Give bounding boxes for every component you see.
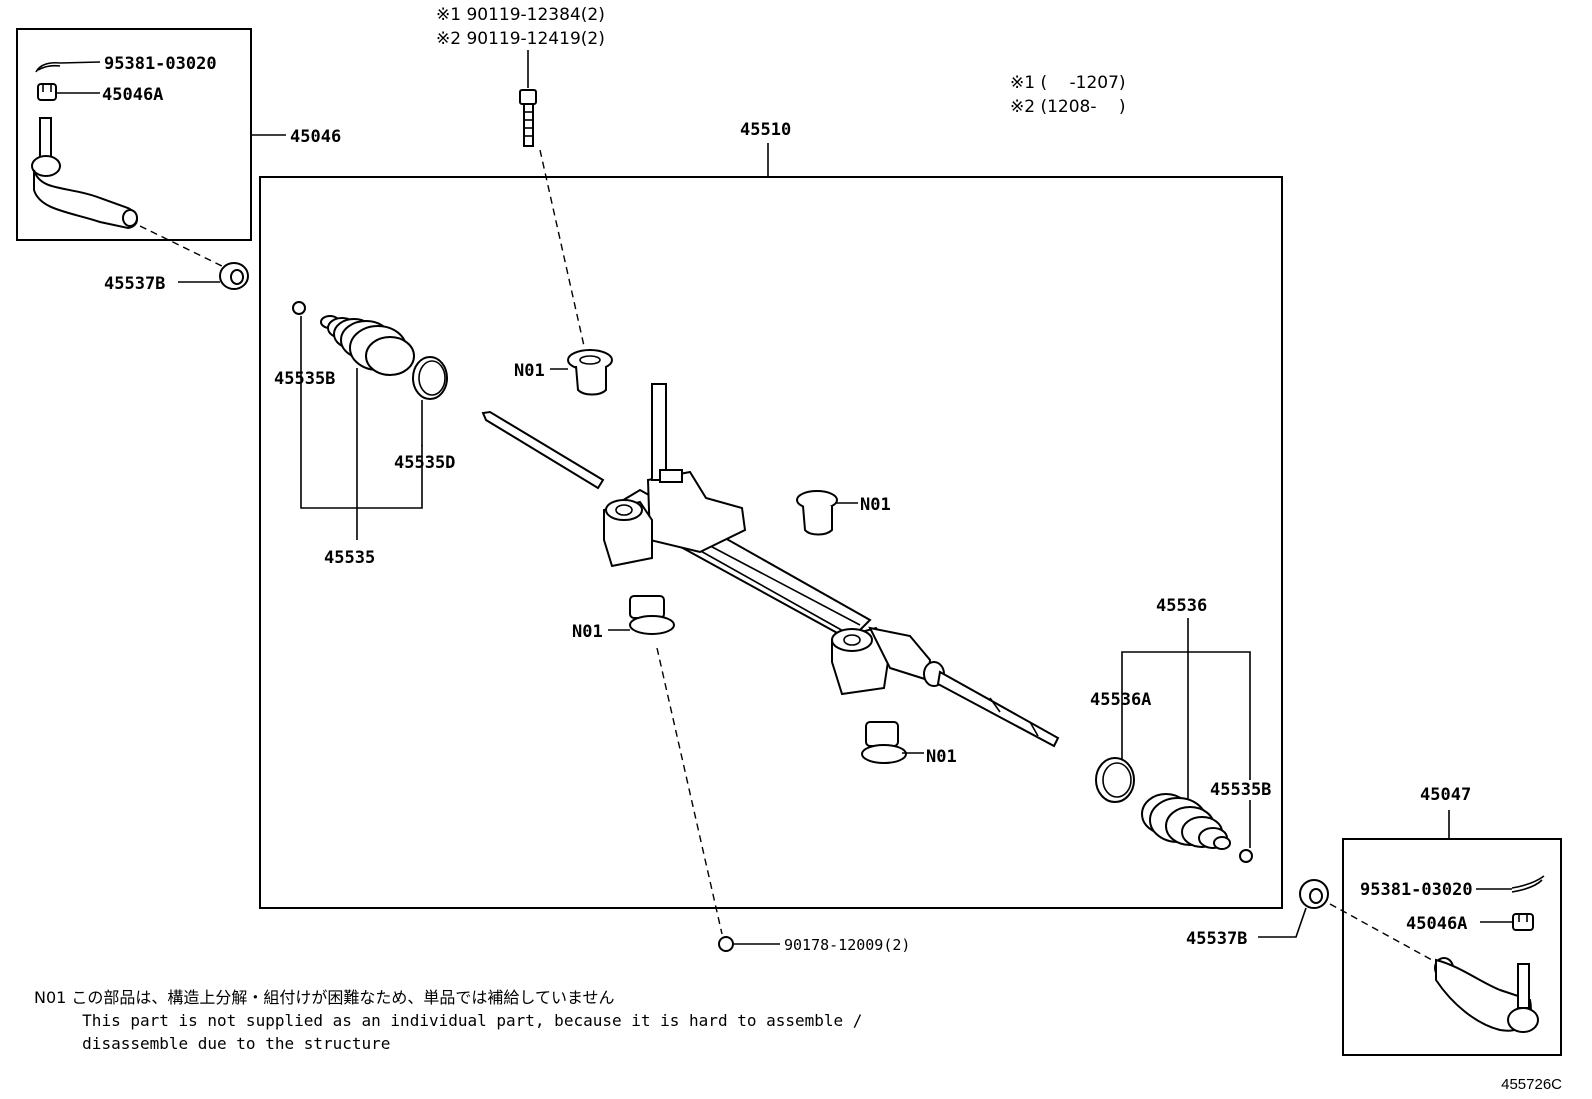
tie-rod-end-right-icon xyxy=(1434,957,1539,1033)
steering-rack-icon xyxy=(481,383,1060,748)
label-bushing-mid: N01 xyxy=(860,495,891,515)
remark-r2: ※2 90119-12419(2) xyxy=(436,29,605,49)
footnote-en1: This part is not supplied as an individu… xyxy=(34,1009,862,1032)
label-boot-left: 45535 xyxy=(324,548,375,568)
label-clamp-left: 45535D xyxy=(394,453,455,473)
remark-r1: ※1 90119-12384(2) xyxy=(436,5,605,25)
bushing-top-icon xyxy=(567,349,613,396)
boot-left-icon xyxy=(320,315,415,376)
label-tie-rod-end-right: 45047 xyxy=(1420,785,1471,805)
right-tie-rod-end-frame xyxy=(1342,838,1562,1056)
label-cotter-pin-right: 95381-03020 xyxy=(1360,880,1473,900)
label-cotter-pin-left: 95381-03020 xyxy=(104,54,217,74)
footnote-code: N01 xyxy=(34,988,67,1007)
remark-date2: ※2 (1208- ) xyxy=(1010,97,1126,117)
label-lock-nut-left: 45537B xyxy=(104,274,165,294)
label-nut-left: 45046A xyxy=(102,85,163,105)
bushing-mid-icon xyxy=(796,490,838,536)
label-boot-right: 45536 xyxy=(1156,596,1207,616)
cotter-pin-left-icon xyxy=(35,61,61,73)
label-bushing-lower-left: N01 xyxy=(572,622,603,642)
diagram-code: 455726C xyxy=(1501,1076,1562,1093)
footnote-jp-text: この部品は、構造上分解・組付けが困難なため、単品では補給していません xyxy=(71,988,615,1007)
remark-date1: ※1 ( -1207) xyxy=(1010,73,1126,93)
bushing-lower-right-icon xyxy=(861,721,907,764)
bolt-bottom-icon xyxy=(718,936,734,952)
label-bolt-bottom: 90178-12009(2) xyxy=(784,936,910,954)
label-bushing-lower-right: N01 xyxy=(926,747,957,767)
clip-right-icon xyxy=(1239,849,1253,863)
label-gear-assembly: 45510 xyxy=(740,120,791,140)
footnote-en1-text: This part is not supplied as an individu… xyxy=(82,1011,863,1030)
label-nut-right: 45046A xyxy=(1406,914,1467,934)
castle-nut-left-icon xyxy=(37,83,57,101)
label-lock-nut-right: 45537B xyxy=(1186,929,1247,949)
castle-nut-right-icon xyxy=(1512,913,1534,931)
label-clamp-right: 45536A xyxy=(1090,690,1151,710)
clip-left-icon xyxy=(292,301,306,315)
label-clip-right: 45535B xyxy=(1210,780,1271,800)
lock-nut-left-icon xyxy=(219,262,249,290)
clamp-right-icon xyxy=(1095,757,1135,803)
label-tie-rod-end-left: 45046 xyxy=(290,127,341,147)
bushing-lower-left-icon xyxy=(629,595,675,635)
gear-assembly-frame xyxy=(259,176,1283,909)
footnote-jp: N01 この部品は、構造上分解・組付けが困難なため、単品では補給していません xyxy=(34,986,862,1009)
footnote: N01 この部品は、構造上分解・組付けが困難なため、単品では補給していません T… xyxy=(34,986,862,1055)
tie-rod-end-left-icon xyxy=(31,117,138,230)
boot-right-icon xyxy=(1141,793,1231,850)
bolt-top-icon xyxy=(519,89,537,147)
cotter-pin-right-icon xyxy=(1511,875,1545,893)
label-bushing-top: N01 xyxy=(514,361,545,381)
footnote-en2: disassemble due to the structure xyxy=(34,1032,862,1055)
footnote-en2-text: disassemble due to the structure xyxy=(82,1034,391,1053)
lock-nut-right-icon xyxy=(1299,879,1329,909)
clamp-left-icon xyxy=(412,356,448,400)
label-clip-left: 45535B xyxy=(274,369,335,389)
